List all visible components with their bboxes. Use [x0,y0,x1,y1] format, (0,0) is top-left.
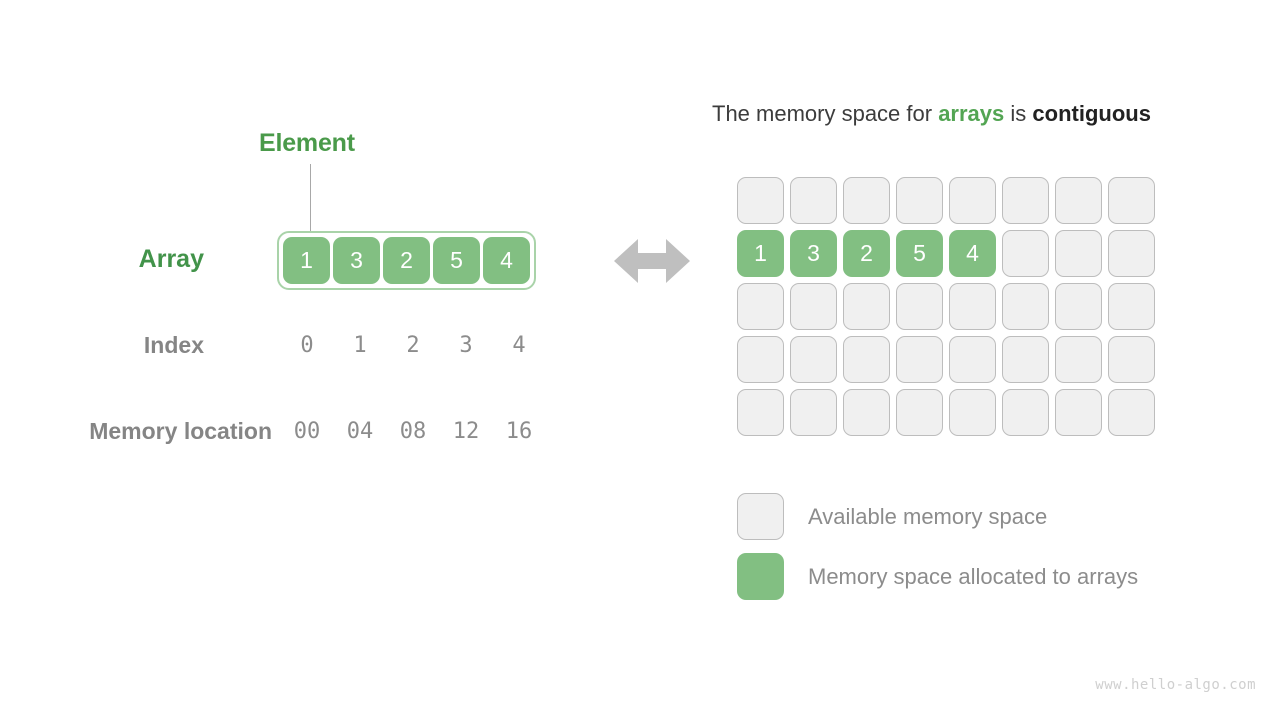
memory-cell-empty [949,336,996,383]
memory-cell-empty [1055,177,1102,224]
memory-location-values-row: 00 04 08 12 16 [282,419,544,444]
memory-cell-filled: 3 [790,230,837,277]
memory-cell-empty [896,177,943,224]
index-values-row: 0 1 2 3 4 [282,333,544,358]
memory-cell-empty [1055,283,1102,330]
memory-location-value: 16 [505,419,533,444]
memory-cell-empty [896,336,943,383]
memory-cell-empty [949,389,996,436]
memory-cell-empty [737,336,784,383]
title-middle: is [1004,101,1033,126]
memory-cell-empty [790,389,837,436]
memory-location-value: 12 [452,419,480,444]
memory-panel-title: The memory space for arrays is contiguou… [712,101,1151,127]
index-row-label: Index [143,332,204,358]
memory-location-value: 08 [399,419,427,444]
memory-cell-empty [949,283,996,330]
memory-cell-empty [790,336,837,383]
memory-cell-empty [737,283,784,330]
memory-cell-empty [1055,336,1102,383]
memory-cell-empty [843,336,890,383]
memory-cell-empty [843,389,890,436]
memory-cell-empty [1108,336,1155,383]
index-value: 2 [406,333,420,358]
title-highlight-contiguous: contiguous [1032,101,1151,126]
memory-cell-empty [1108,283,1155,330]
memory-cell-empty [737,177,784,224]
element-callout-label: Element [259,129,355,157]
memory-cell-empty [790,283,837,330]
memory-cell-filled: 2 [843,230,890,277]
index-value: 0 [300,333,314,358]
memory-location-value: 00 [293,419,321,444]
element-callout-leader-line [310,164,311,240]
memory-cell-empty [949,177,996,224]
memory-cell-empty [1002,177,1049,224]
array-cell: 2 [383,237,430,284]
array-cell: 1 [283,237,330,284]
memory-location-row-label: Memory location [89,418,272,444]
index-value: 4 [512,333,526,358]
memory-cell-empty [1108,389,1155,436]
memory-cell-empty [843,283,890,330]
memory-cell-empty [737,389,784,436]
memory-cell-filled: 4 [949,230,996,277]
double-arrow-icon [614,239,690,283]
array-cell: 3 [333,237,380,284]
array-row-label: Array [138,245,204,273]
memory-cell-empty [1002,389,1049,436]
memory-cell-empty [1108,177,1155,224]
index-value: 3 [459,333,473,358]
memory-cell-empty [1055,389,1102,436]
legend-item-available: Available memory space [737,493,1138,540]
memory-cell-filled: 5 [896,230,943,277]
memory-cell-empty [896,389,943,436]
memory-grid: 1 3 2 5 4 [737,177,1155,436]
array-cell: 4 [483,237,530,284]
legend-swatch-filled-icon [737,553,784,600]
legend-swatch-empty-icon [737,493,784,540]
array-container: 1 3 2 5 4 [277,231,536,290]
legend-item-allocated: Memory space allocated to arrays [737,553,1138,600]
memory-cell-empty [1002,336,1049,383]
title-highlight-arrays: arrays [938,101,1005,126]
memory-cell-empty [1108,230,1155,277]
memory-cell-filled: 1 [737,230,784,277]
memory-cell-empty [790,177,837,224]
array-cell: 5 [433,237,480,284]
memory-location-value: 04 [346,419,374,444]
memory-cell-empty [1002,283,1049,330]
legend-label: Memory space allocated to arrays [808,563,1139,589]
watermark: www.hello-algo.com [1095,677,1256,693]
title-prefix: The memory space for [712,101,939,126]
legend-label: Available memory space [808,503,1048,529]
memory-cell-empty [843,177,890,224]
memory-cell-empty [896,283,943,330]
memory-cell-empty [1055,230,1102,277]
memory-cell-empty [1002,230,1049,277]
legend: Available memory space Memory space allo… [737,493,1138,613]
index-value: 1 [353,333,367,358]
